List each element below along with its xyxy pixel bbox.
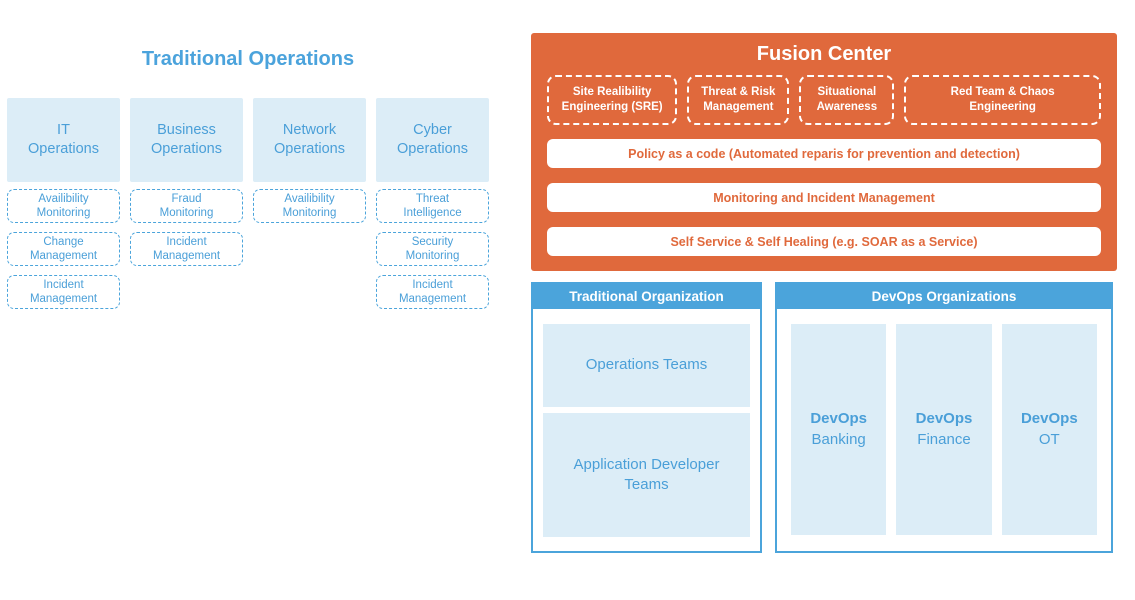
chip-label-line: Security [411, 235, 454, 248]
devops-column-finance: DevOps Finance [896, 324, 992, 535]
fusion-service-self-service-self-healing: Self Service & Self Healing (e.g. SOAR a… [547, 227, 1101, 256]
fusion-capability-red-team-chaos: Red Team & Chaos Engineering [904, 75, 1101, 125]
devops-column-label: Banking [811, 430, 866, 448]
chip-label-line: Incident [166, 235, 207, 248]
devops-column-label: OT [1038, 430, 1060, 448]
capability-label-line: Engineering [969, 101, 1036, 113]
ops-capability-list: Fraud Monitoring Incident Management [130, 189, 243, 266]
capability-chip-availibility-monitoring: Availibility Monitoring [7, 189, 120, 223]
team-box-label: Operations Teams [585, 356, 708, 374]
team-box-operations-teams: Operations Teams [543, 324, 750, 407]
capability-chip-incident-management: Incident Management [130, 232, 243, 266]
ops-box-label-line: Business [157, 122, 216, 139]
devops-column-bold-label: DevOps [1020, 410, 1078, 428]
ops-box-it-operations: IT Operations [7, 98, 120, 182]
capability-label-line: Engineering (SRE) [561, 101, 663, 113]
devops-column-bold-label: DevOps [915, 410, 973, 428]
ops-box-network-operations: Network Operations [253, 98, 366, 182]
devops-column-bold-label: DevOps [810, 410, 868, 428]
traditional-operations-section: Traditional Operations IT Operations Ava… [7, 47, 489, 309]
chip-label-line: Management [398, 293, 467, 305]
traditional-operations-title: Traditional Operations [141, 48, 355, 70]
chip-label-line: Management [152, 250, 221, 262]
fusion-service-monitoring-incident-management: Monitoring and Incident Management [547, 183, 1101, 212]
capability-chip-security-monitoring: Security Monitoring [376, 232, 489, 266]
team-box-label: Application Developer Teams [573, 455, 720, 493]
ops-column-network: Network Operations Availibility Monitori… [253, 98, 366, 309]
chip-label-line: Availibility [284, 192, 335, 205]
ops-box-label-line: Network [282, 122, 337, 139]
chip-label-line: Monitoring [405, 250, 460, 262]
chip-label-line: Incident [412, 278, 453, 291]
devops-column-label: Finance [917, 430, 971, 448]
devops-organizations-body: DevOps Banking DevOps Finance DevOps OT [777, 309, 1111, 551]
traditional-organization-header: Traditional Organization [533, 284, 760, 309]
devops-column-ot: DevOps OT [1001, 324, 1097, 535]
team-box-application-developer-teams: Application Developer Teams [543, 413, 750, 537]
fusion-center-panel: Fusion Center Site Realibility Engineeri… [531, 33, 1117, 271]
fusion-capabilities-row: Site Realibility Engineering (SRE) Threa… [547, 75, 1101, 125]
ops-box-business-operations: Business Operations [130, 98, 243, 182]
ops-box-label-line: Operations [151, 141, 222, 157]
chip-label-line: Availibility [38, 192, 89, 205]
ops-box-label-line: IT [57, 122, 70, 139]
traditional-organization-panel: Traditional Organization Operations Team… [531, 282, 762, 553]
capability-label-line: Site Realibility [572, 86, 652, 99]
chip-label-line: Fraud [171, 192, 202, 205]
capability-chip-fraud-monitoring: Fraud Monitoring [130, 189, 243, 223]
capability-label-line: Red Team & Chaos [950, 86, 1055, 99]
chip-label-line: Management [29, 293, 98, 305]
capability-label-line: Situational [817, 86, 877, 99]
ops-box-label-line: Cyber [413, 122, 452, 139]
ops-column-it: IT Operations Availibility Monitoring Ch… [7, 98, 120, 309]
ops-capability-list: Availibility Monitoring [253, 189, 366, 223]
ops-box-label-line: Operations [28, 141, 99, 157]
chip-label-line: Monitoring [36, 207, 91, 219]
ops-box-label-line: Operations [397, 141, 468, 157]
chip-label-line: Incident [43, 278, 84, 291]
ops-column-cyber: Cyber Operations Threat Intelligence Sec… [376, 98, 489, 309]
ops-capability-list: Threat Intelligence Security Monitoring … [376, 189, 489, 309]
capability-chip-incident-management: Incident Management [376, 275, 489, 309]
traditional-organization-body: Operations Teams Application Developer T… [533, 309, 760, 551]
operations-columns: IT Operations Availibility Monitoring Ch… [7, 98, 489, 309]
chip-label-line: Monitoring [282, 207, 337, 219]
ops-capability-list: Availibility Monitoring Change Managemen… [7, 189, 120, 309]
fusion-service-policy-as-code: Policy as a code (Automated reparis for … [547, 139, 1101, 168]
capability-label-line: Management [703, 101, 774, 113]
capability-chip-incident-management: Incident Management [7, 275, 120, 309]
devops-column-banking: DevOps Banking [791, 324, 887, 535]
chip-label-line: Management [29, 250, 98, 262]
fusion-capability-sre: Site Realibility Engineering (SRE) [547, 75, 678, 125]
capability-chip-availibility-monitoring: Availibility Monitoring [253, 189, 366, 223]
devops-organizations-header: DevOps Organizations [777, 284, 1111, 309]
capability-label-line: Threat & Risk [701, 86, 776, 99]
capability-label-line: Awareness [816, 101, 878, 113]
capability-chip-threat-intelligence: Threat Intelligence [376, 189, 489, 223]
capability-chip-change-management: Change Management [7, 232, 120, 266]
chip-label-line: Monitoring [159, 207, 214, 219]
fusion-capability-threat-risk-management: Threat & Risk Management [687, 75, 790, 125]
ops-box-cyber-operations: Cyber Operations [376, 98, 489, 182]
ops-box-label-line: Operations [274, 141, 345, 157]
chip-label-line: Threat [415, 192, 450, 205]
fusion-center-title: Fusion Center [756, 43, 892, 65]
ops-column-business: Business Operations Fraud Monitoring Inc… [130, 98, 243, 309]
devops-organizations-panel: DevOps Organizations DevOps Banking DevO… [775, 282, 1113, 553]
chip-label-line: Change [43, 235, 84, 248]
fusion-capability-situational-awareness: Situational Awareness [799, 75, 895, 125]
chip-label-line: Intelligence [403, 207, 462, 219]
